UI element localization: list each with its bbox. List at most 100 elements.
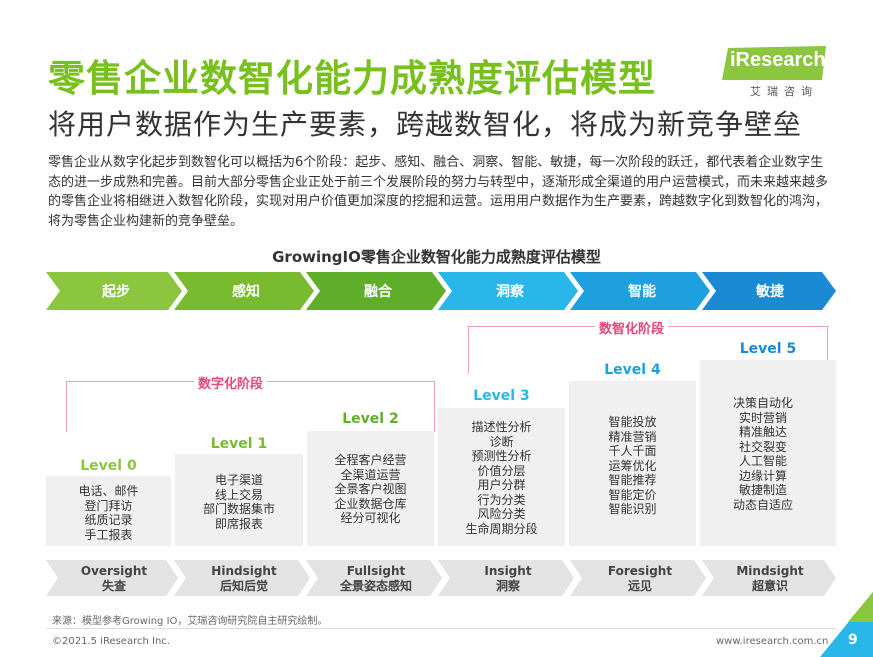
insight-arrow-1 xyxy=(46,560,178,596)
insight-en-4: Insight xyxy=(484,564,531,578)
insight-cn-4: 洞察 xyxy=(496,578,521,593)
insight-arrow-4 xyxy=(438,560,574,596)
insight-arrow-5 xyxy=(570,560,706,596)
insight-cn-6: 超意识 xyxy=(751,578,788,593)
stage-arrow-6 xyxy=(702,272,836,310)
list-item: 动态自适应 xyxy=(732,497,793,512)
list-item: 生命周期分段 xyxy=(465,521,538,536)
logo-background-icon xyxy=(722,46,826,80)
list-item: 部门数据集市 xyxy=(202,502,275,516)
page-subtitle: 将用户数据作为生产要素，跨越数智化，将成为新竞争壁垒 xyxy=(48,108,803,141)
list-item: 登门拜访 xyxy=(84,498,133,513)
level-5-step xyxy=(700,360,836,546)
level-2-label: Level 2 xyxy=(342,411,399,427)
insight-en-2: Hindsight xyxy=(211,564,277,578)
stage-arrows: 起步 感知 融合 洞察 智能 敏捷 xyxy=(46,272,836,310)
list-item: 实时营销 xyxy=(738,410,787,425)
page-number: 9 xyxy=(848,632,858,648)
insight-arrow-6 xyxy=(702,560,836,596)
level-1-label: Level 1 xyxy=(210,436,268,452)
list-item: 经分可视化 xyxy=(340,511,401,525)
list-item: 全渠道运营 xyxy=(340,467,401,482)
insight-arrows: Oversight 失查 Hindsight 后知后觉 Fullsight 全景… xyxy=(46,560,836,596)
level-1-items: 电子渠道 线上交易 部门数据集市 即席报表 xyxy=(175,473,303,531)
stage-label-3: 融合 xyxy=(364,283,393,300)
iresearch-logo: iResearch 艾瑞咨询 xyxy=(722,46,826,98)
stage-arrow-2 xyxy=(174,272,314,310)
list-item: 决策自动化 xyxy=(732,396,793,410)
website-link[interactable]: www.iresearch.com.cn xyxy=(716,636,829,647)
level-4-items: 智能投放 精准营销 千人千面 运筹优化 智能推荐 智能定价 智能识别 xyxy=(569,415,696,517)
level-3-items: 描述性分析 诊断 预测性分析 价值分层 用户分群 行为分类 风险分类 生命周期分… xyxy=(438,420,565,536)
logo-subtext: 艾瑞咨询 xyxy=(750,85,818,98)
level-2-items: 全程客户经营 全渠道运营 全景客户视图 企业数据仓库 经分可视化 xyxy=(307,453,434,526)
list-item: 行为分类 xyxy=(477,492,526,507)
list-item: 敏捷制造 xyxy=(738,483,787,497)
stage-arrow-1 xyxy=(46,272,182,310)
list-item: 全景客户视图 xyxy=(334,482,407,496)
insight-cn-1: 失查 xyxy=(102,578,127,593)
source-note: 来源：模型参考Growing IO，艾瑞咨询研究院自主研究绘制。 xyxy=(52,616,328,627)
list-item: 智能识别 xyxy=(608,502,657,516)
list-item: 千人千面 xyxy=(608,444,657,458)
digitization-phase-label: 数字化阶段 xyxy=(194,373,268,392)
insight-en-6: Mindsight xyxy=(736,564,804,578)
level-3-label: Level 3 xyxy=(473,388,530,404)
list-item: 用户分群 xyxy=(477,478,526,492)
list-item: 全程客户经营 xyxy=(334,453,407,467)
insight-en-5: Foresight xyxy=(608,564,672,578)
list-item: 智能定价 xyxy=(608,487,657,502)
intro-paragraph: 零售企业从数字化起步到数智化可以概括为6个阶段：起步、感知、融合、洞察、智能、敏… xyxy=(48,155,829,229)
list-item: 即席报表 xyxy=(214,516,263,531)
copyright: ©2021.5 iResearch Inc. xyxy=(52,636,170,647)
list-item: 电话、邮件 xyxy=(78,484,139,498)
list-item: 边缘计算 xyxy=(738,468,787,483)
list-item: 电子渠道 xyxy=(214,473,263,487)
insight-cn-5: 远见 xyxy=(628,579,652,593)
level-4-label: Level 4 xyxy=(604,362,661,378)
stage-label-5: 智能 xyxy=(627,283,656,300)
level-3-step xyxy=(438,408,565,546)
list-item: 运筹优化 xyxy=(608,458,657,473)
model-title: GrowingIO零售企业数智化能力成熟度评估模型 xyxy=(272,248,601,266)
level-1-step xyxy=(175,454,303,546)
list-item: 精准营销 xyxy=(608,429,657,444)
stage-arrow-4 xyxy=(438,272,578,310)
insight-cn-3: 全景姿态感知 xyxy=(339,578,412,593)
insight-arrow-2 xyxy=(174,560,310,596)
level-0-step xyxy=(46,476,171,546)
logo-text: iResearch xyxy=(730,49,826,71)
insight-en-3: Fullsight xyxy=(347,564,406,578)
level-0-label: Level 0 xyxy=(80,458,137,474)
stage-label-4: 洞察 xyxy=(496,283,525,300)
stage-label-1: 起步 xyxy=(101,283,130,300)
list-item: 企业数据仓库 xyxy=(334,496,407,511)
level-5-label: Level 5 xyxy=(739,341,797,357)
level-5-items: 决策自动化 实时营销 精准触达 社交裂变 人工智能 边缘计算 敏捷制造 动态自适… xyxy=(700,396,826,512)
list-item: 预测性分析 xyxy=(471,449,532,463)
level-0-items: 电话、邮件 登门拜访 纸质记录 手工报表 xyxy=(46,484,171,542)
list-item: 风险分类 xyxy=(477,507,526,521)
list-item: 社交裂变 xyxy=(738,439,787,454)
list-item: 诊断 xyxy=(489,434,514,449)
list-item: 智能推荐 xyxy=(608,473,657,487)
list-item: 价值分层 xyxy=(477,463,526,478)
list-item: 手工报表 xyxy=(84,527,133,542)
stage-label-6: 敏捷 xyxy=(755,283,785,300)
insight-arrow-3 xyxy=(306,560,442,596)
page-title: 零售企业数智化能力成熟度评估模型 xyxy=(48,57,656,100)
list-item: 线上交易 xyxy=(214,487,263,502)
list-item: 人工智能 xyxy=(738,454,787,468)
list-item: 精准触达 xyxy=(738,425,787,439)
stage-arrow-5 xyxy=(570,272,710,310)
insight-cn-2: 后知后觉 xyxy=(220,578,268,593)
list-item: 纸质记录 xyxy=(84,513,133,527)
stage-arrow-3 xyxy=(306,272,446,310)
corner-decoration-icon xyxy=(820,592,873,657)
stage-label-2: 感知 xyxy=(232,283,260,300)
level-4-step xyxy=(569,381,696,546)
insight-en-1: Oversight xyxy=(81,564,147,578)
intelligentization-phase-label: 数智化阶段 xyxy=(595,318,669,337)
level-2-step xyxy=(307,431,434,546)
list-item: 描述性分析 xyxy=(471,420,532,434)
